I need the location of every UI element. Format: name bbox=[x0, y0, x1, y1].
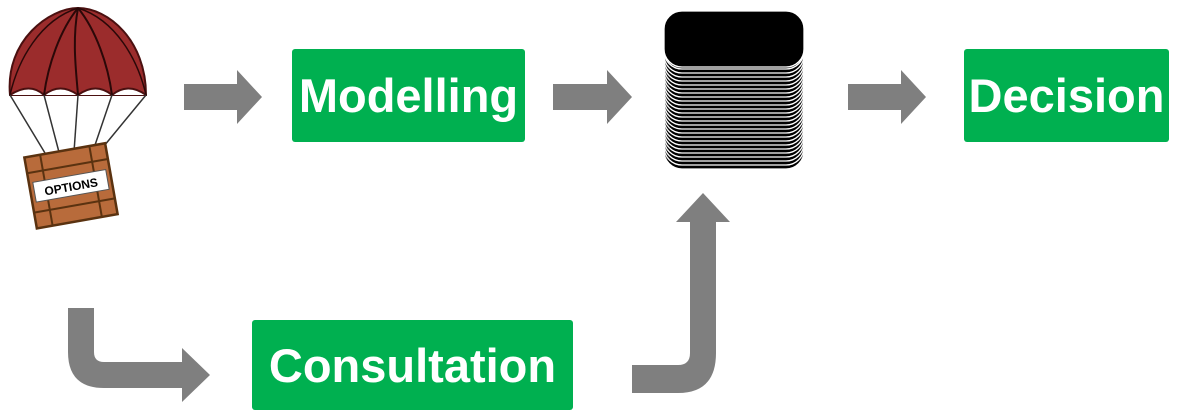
arrow-consultation-to-processor bbox=[632, 193, 730, 393]
arrow-processor-to-decision bbox=[848, 70, 926, 124]
arrow-start-to-modelling bbox=[184, 70, 262, 124]
decision-box: Decision bbox=[964, 49, 1169, 142]
consultation-box: Consultation bbox=[252, 320, 573, 410]
black-box-stack-icon bbox=[663, 10, 805, 170]
arrow-start-to-consultation bbox=[68, 308, 210, 402]
parachute-crate-icon: OPTIONS bbox=[8, 6, 148, 230]
stack-top-face bbox=[663, 10, 805, 68]
arrow-modelling-to-processor bbox=[553, 70, 632, 124]
modelling-box: Modelling bbox=[292, 49, 525, 142]
